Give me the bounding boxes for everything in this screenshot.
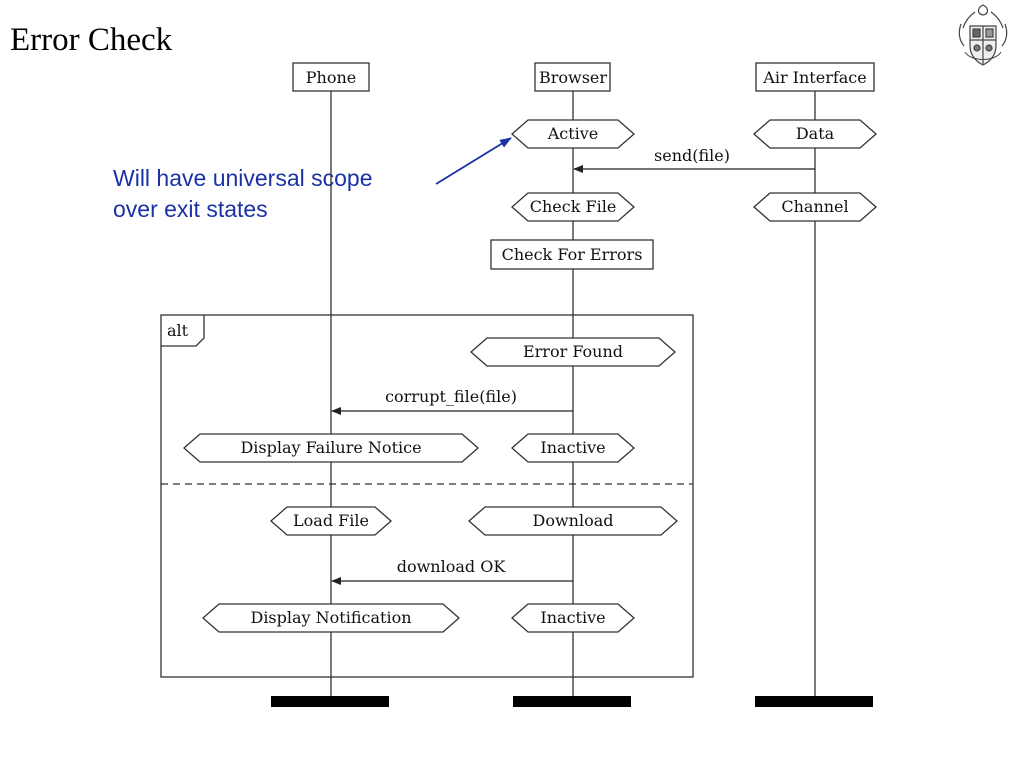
instance-end-air-interface: [755, 696, 873, 707]
instance-browser-label: Browser: [539, 68, 607, 87]
alt-operator-label: alt: [167, 321, 189, 340]
state-error-found: [470, 337, 676, 367]
message-send-file-label: send(file): [654, 146, 730, 165]
state-check-file-label: Check File: [530, 197, 617, 216]
state-display-failure-notice-label: Display Failure Notice: [240, 438, 421, 457]
instance-air-interface: [755, 62, 875, 92]
instance-browser: [534, 62, 611, 92]
state-active: [511, 119, 635, 149]
state-inactive-2: [511, 603, 635, 633]
state-load-file: [270, 506, 392, 536]
instance-end-browser: [513, 696, 631, 707]
annotation-arrow: [435, 137, 512, 185]
state-download-label: Download: [533, 511, 614, 530]
instance-air-interface-label: Air Interface: [762, 68, 866, 87]
annotation-line-2: over exit states: [113, 196, 268, 222]
action-check-for-errors-label: Check For Errors: [502, 245, 643, 264]
state-display-notification: [202, 603, 460, 633]
slide-title: Error Check: [10, 22, 173, 58]
instance-end-phone: [271, 696, 389, 707]
annotation-line-1: Will have universal scope: [113, 165, 373, 191]
message-download-ok-label: download OK: [397, 557, 507, 576]
coat-of-arms-icon: [958, 4, 1008, 66]
state-data: [753, 119, 877, 149]
state-display-notification-label: Display Notification: [250, 608, 411, 627]
state-inactive-2-label: Inactive: [540, 608, 605, 627]
alt-operator-pentagon: [161, 315, 205, 347]
state-active-label: Active: [547, 124, 599, 143]
state-data-label: Data: [796, 124, 835, 143]
state-load-file-label: Load File: [293, 511, 369, 530]
state-error-found-label: Error Found: [523, 342, 623, 361]
state-download: [468, 506, 678, 536]
message-corrupt-file-label: corrupt_file(file): [385, 387, 517, 406]
instance-phone-label: Phone: [306, 68, 356, 87]
state-channel-label: Channel: [781, 197, 848, 216]
state-inactive-1: [511, 433, 635, 463]
state-inactive-1-label: Inactive: [540, 438, 605, 457]
state-check-file: [511, 192, 635, 222]
annotation-note: Will have universal scope over exit stat…: [113, 163, 373, 225]
alt-fragment: [160, 314, 694, 678]
state-display-failure-notice: [183, 433, 479, 463]
instance-phone: [292, 62, 370, 92]
action-check-for-errors: [490, 239, 654, 270]
state-channel: [753, 192, 877, 222]
